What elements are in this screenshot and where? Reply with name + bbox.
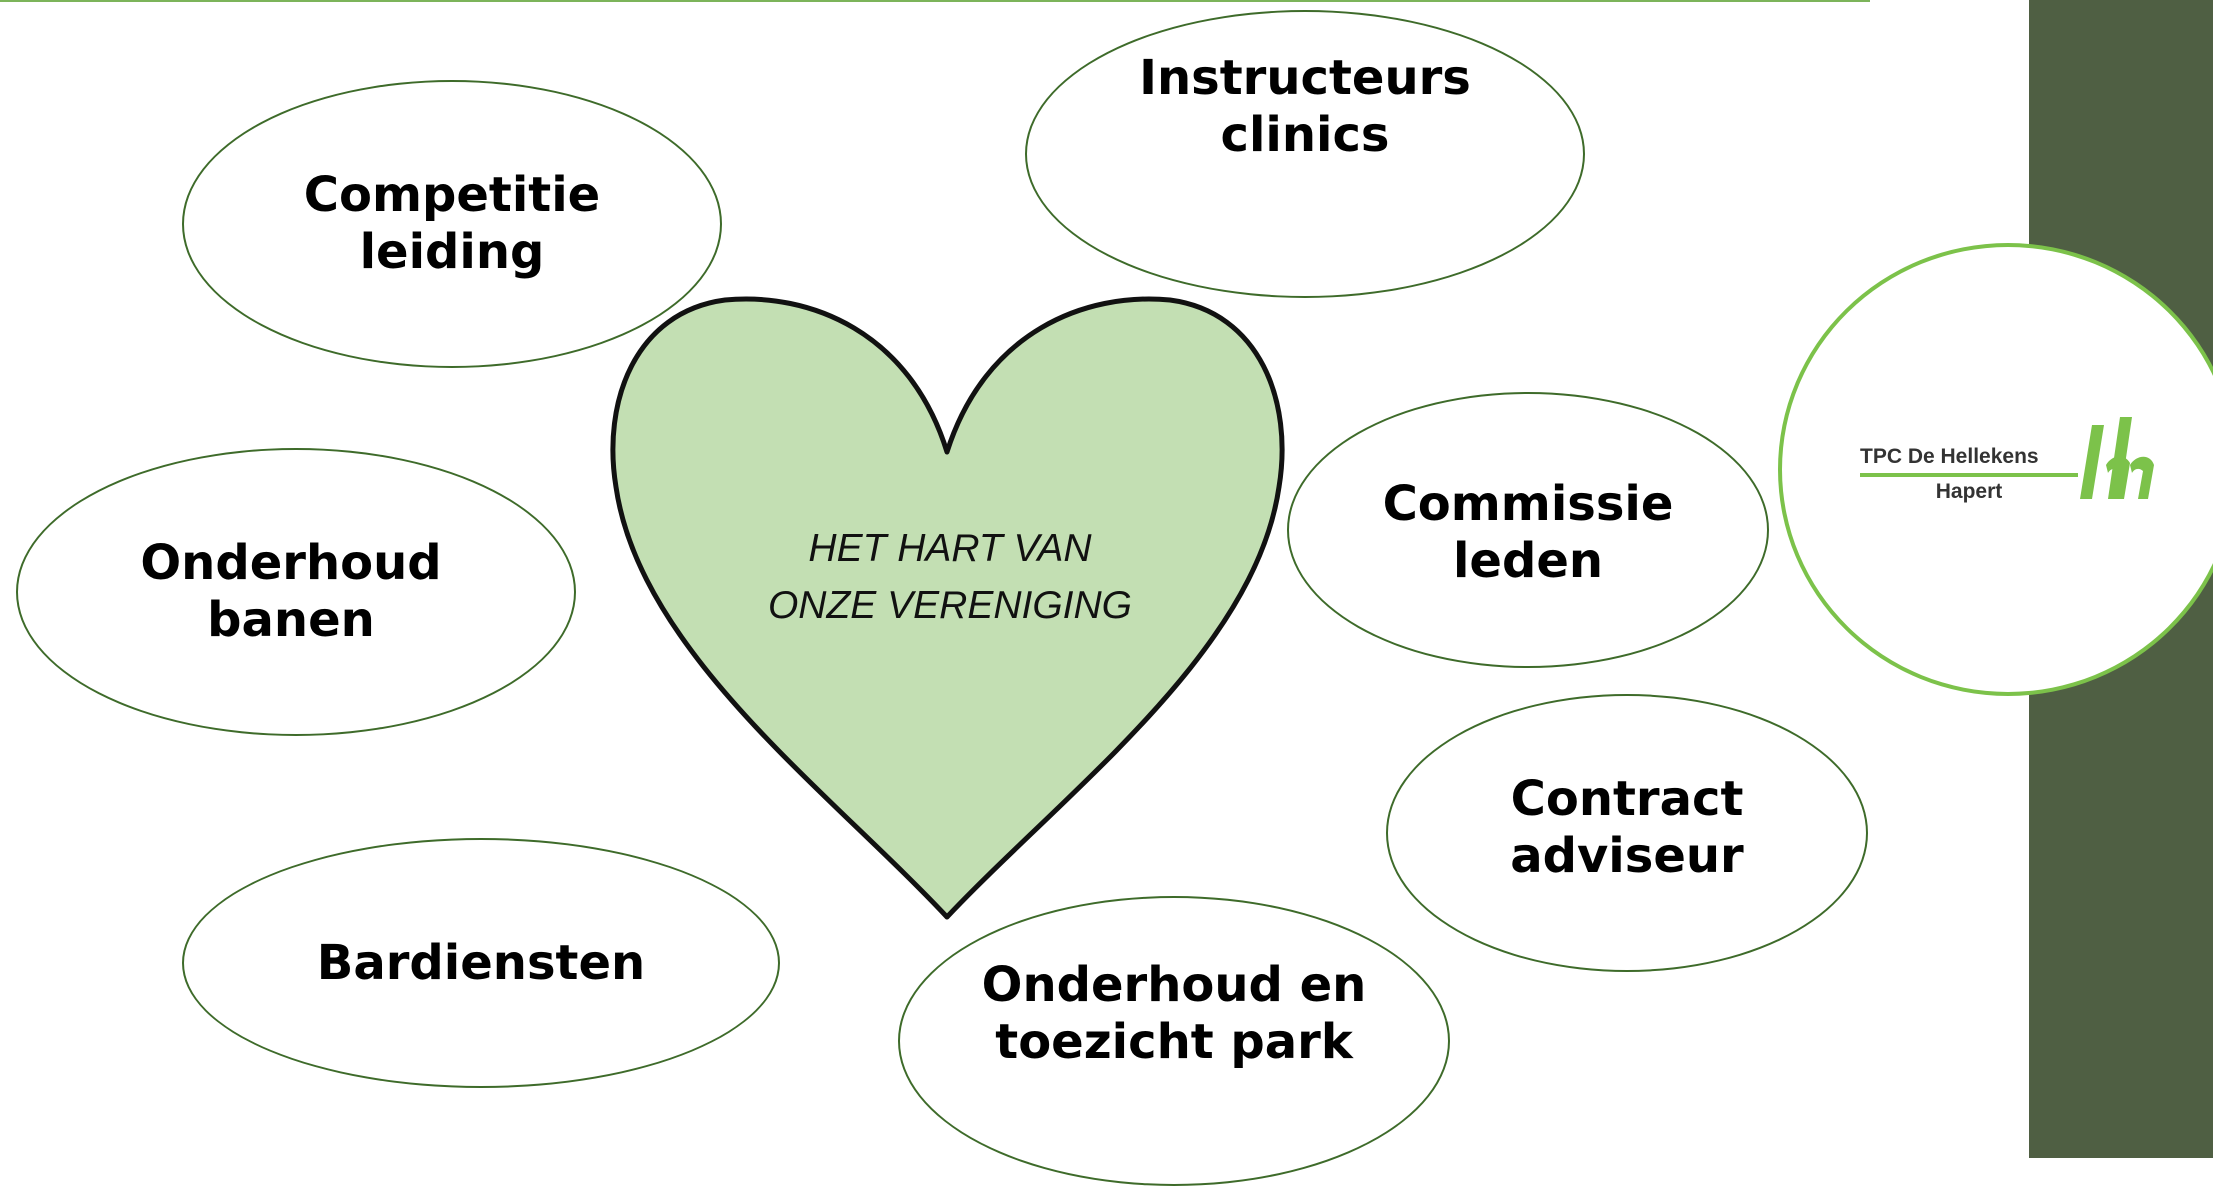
club-logo: TPC De Hellekens Hapert — [1860, 415, 2155, 511]
oval-onderhoud-banen[interactable]: Onderhoud banen — [16, 448, 576, 736]
hh-logo-icon — [2080, 417, 2154, 499]
heart-label-line2: ONZE VERENIGING — [767, 584, 1133, 627]
logo-circle — [1778, 243, 2213, 696]
logo-place-name: Hapert — [1935, 480, 2003, 503]
oval-label-line1: Commissie — [1382, 475, 1674, 532]
oval-onderhoud-toezicht-park[interactable]: Onderhoud en toezicht park — [898, 896, 1450, 1186]
oval-label-line1: Contract — [1510, 771, 1744, 827]
oval-label-line2: leden — [1452, 532, 1604, 589]
heart-shape — [610, 296, 1285, 920]
oval-label-line1: Onderhoud en — [981, 956, 1367, 1013]
oval-label-line2: leiding — [359, 224, 545, 280]
oval-label-line1: Bardiensten — [316, 934, 646, 991]
heart-label-line1: HET HART VAN — [808, 527, 1092, 570]
oval-label-line1: Instructeurs — [1139, 49, 1471, 106]
oval-contract-adviseur[interactable]: Contract adviseur — [1386, 694, 1868, 972]
logo-rule — [1860, 473, 2078, 477]
oval-instructeurs-clinics[interactable]: Instructeurs clinics — [1025, 10, 1585, 298]
heart-path — [610, 296, 1285, 920]
oval-label-line2: toezicht park — [995, 1013, 1353, 1070]
oval-competitie-leiding[interactable]: Competitie leiding — [182, 80, 722, 368]
oval-label-line1: Onderhoud — [140, 535, 442, 591]
logo-club-name: TPC De Hellekens — [1860, 445, 2039, 468]
oval-label-line2: clinics — [1220, 106, 1390, 163]
oval-label-line1: Competitie — [303, 167, 601, 223]
heart-label: HET HART VAN ONZE VERENIGING — [700, 520, 1200, 634]
oval-bardiensten[interactable]: Bardiensten — [182, 838, 780, 1088]
oval-label-line2: banen — [207, 592, 375, 648]
oval-commissie-leden[interactable]: Commissie leden — [1287, 392, 1769, 668]
top-rule — [0, 0, 1870, 2]
oval-label-line2: adviseur — [1510, 828, 1744, 884]
